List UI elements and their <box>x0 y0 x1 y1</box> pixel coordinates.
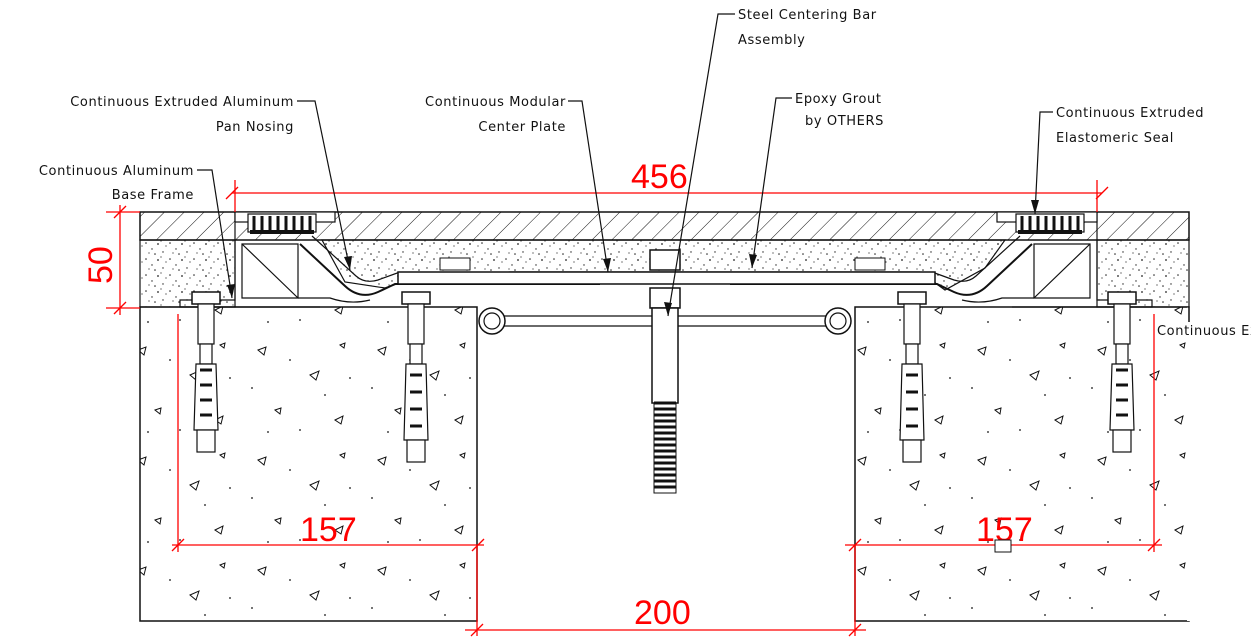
leader-pan-nosing <box>297 100 352 271</box>
label-pan-nosing-1: Continuous Extruded Aluminum <box>70 95 294 110</box>
left-pan-nosing <box>298 235 600 303</box>
dimension-depth-value: 50 <box>82 246 120 284</box>
label-center-plate-1: Continuous Modular <box>425 95 566 110</box>
left-elastomeric-seal <box>247 213 317 234</box>
dimension-overall-width-value: 456 <box>631 158 688 196</box>
label-center-plate-2: Center Plate <box>478 120 566 135</box>
dimension-depth: 50 <box>82 205 140 315</box>
label-epoxy-grout-1: Epoxy Grout <box>795 92 882 107</box>
leader-epoxy-grout <box>749 97 792 269</box>
leader-base-frame <box>197 169 235 299</box>
right-pan-nosing <box>730 235 1034 303</box>
label-epoxy-grout-2: by OTHERS <box>805 114 884 129</box>
left-concrete-slab <box>139 306 478 622</box>
label-steel-centering-bar-1: Steel Centering Bar <box>738 8 877 23</box>
right-elastomeric-seal <box>1015 213 1085 234</box>
dimension-right-edge: 157 <box>845 314 1162 553</box>
right-concrete-slab <box>854 306 1190 622</box>
dimension-left-edge: 157 <box>171 314 485 552</box>
dimension-gap: 200 <box>465 545 866 637</box>
anchor-bolt-right-outer <box>1107 291 1137 453</box>
label-elastomeric-seal-1: Continuous Extruded <box>1056 106 1204 121</box>
leader-steel-centering-bar <box>664 13 735 317</box>
label-steel-centering-bar-2: Assembly <box>738 33 805 48</box>
anchor-bolt-right-inner <box>897 291 927 463</box>
leader-elastomeric-seal <box>1031 111 1053 215</box>
leader-center-plate <box>568 100 611 273</box>
label-base-frame-2: Base Frame <box>112 188 194 203</box>
dimension-left-edge-value: 157 <box>300 511 357 549</box>
label-elastomeric-seal-2: Elastomeric Seal <box>1056 131 1174 146</box>
label-base-frame-1: Continuous Aluminum <box>39 164 194 179</box>
steel-centering-bar <box>478 249 852 494</box>
label-right-cut-text: Continuous Extrude <box>1157 324 1251 339</box>
modular-center-plate <box>397 257 936 285</box>
dimension-gap-value: 200 <box>634 594 691 632</box>
dimension-overall-width: 456 <box>225 158 1109 212</box>
label-pan-nosing-2: Pan Nosing <box>216 120 294 135</box>
anchor-bolt-left-outer <box>191 291 221 453</box>
anchor-bolt-left-inner <box>401 291 431 463</box>
